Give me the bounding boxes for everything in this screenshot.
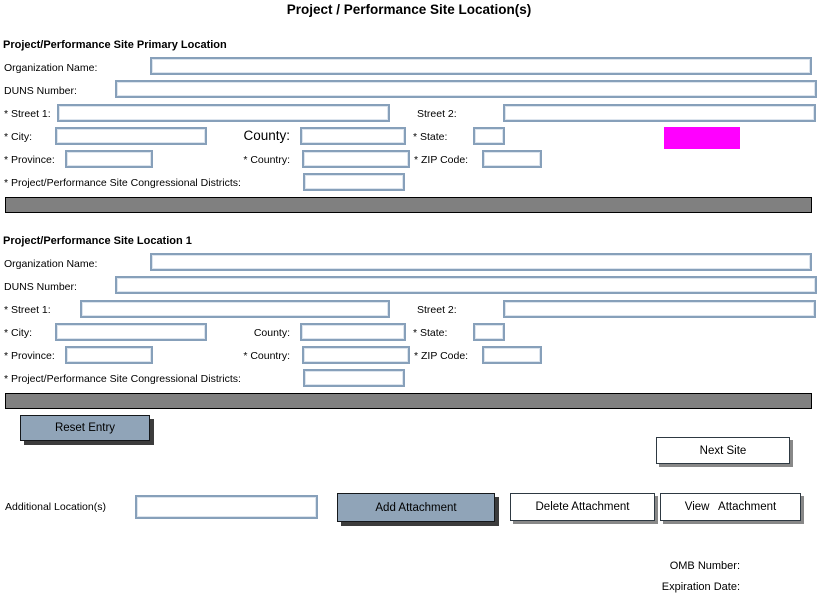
section-header: Project/Performance Site Location 1 [3,235,192,247]
duns-number-label: DUNS Number: [4,85,77,97]
country-input[interactable] [302,150,410,168]
highlight-box [664,127,740,149]
congressional-districts-label: * Project/Performance Site Congressional… [4,177,241,189]
county-label: County: [243,128,290,143]
organization-name-input[interactable] [150,253,812,271]
province-label: * Province: [4,154,55,166]
duns-number-input[interactable] [115,276,817,294]
country-input[interactable] [302,346,410,364]
view-attachment-button[interactable]: View Attachment [660,493,801,521]
state-label: * State: [413,327,448,339]
delete-attachment-button[interactable]: Delete Attachment [510,493,655,521]
omb-number-label: OMB Number: [669,560,740,572]
organization-name-label: Organization Name: [4,62,98,74]
city-input[interactable] [55,323,207,341]
street1-input[interactable] [80,300,390,318]
primary-site-section: Project/Performance Site Primary Locatio… [0,38,818,234]
omb-block: OMB Number: Expiration Date: [560,556,740,598]
state-label: * State: [413,131,448,143]
section-header: Project/Performance Site Primary Locatio… [3,39,227,51]
section-divider-bar [5,197,812,213]
province-input[interactable] [65,150,153,168]
congressional-districts-input[interactable] [303,369,405,387]
province-input[interactable] [65,346,153,364]
section-divider-bar [5,393,812,409]
additional-locations-input[interactable] [135,495,318,519]
add-attachment-button[interactable]: Add Attachment [337,493,495,522]
congressional-districts-label: * Project/Performance Site Congressional… [4,373,241,385]
city-label: * City: [4,131,33,143]
expiration-date-label: Expiration Date: [661,581,740,593]
organization-name-input[interactable] [150,57,812,75]
congressional-districts-input[interactable] [303,173,405,191]
organization-name-label: Organization Name: [4,258,98,270]
additional-locations-label: Additional Location(s) [5,501,106,513]
street2-label: Street 2: [417,108,457,120]
state-input[interactable] [473,323,505,341]
county-input[interactable] [300,323,406,341]
city-input[interactable] [55,127,207,145]
next-site-button[interactable]: Next Site [656,437,790,464]
page-title: Project / Performance Site Location(s) [286,2,532,17]
zip-code-label: * ZIP Code: [414,350,469,362]
street1-input[interactable] [57,104,390,122]
street2-input[interactable] [503,300,816,318]
county-input[interactable] [300,127,406,145]
country-label: * Country: [243,350,290,362]
zip-code-input[interactable] [482,150,542,168]
zip-code-input[interactable] [482,346,542,364]
province-label: * Province: [4,350,55,362]
duns-number-label: DUNS Number: [4,281,77,293]
state-input[interactable] [473,127,505,145]
county-label: County: [253,327,290,339]
street2-input[interactable] [503,104,816,122]
street2-label: Street 2: [417,304,457,316]
zip-code-label: * ZIP Code: [414,154,469,166]
city-label: * City: [4,327,33,339]
street1-label: * Street 1: [4,108,51,120]
street1-label: * Street 1: [4,304,51,316]
site-location-1-section: Project/Performance Site Location 1 Orga… [0,234,818,430]
country-label: * Country: [243,154,290,166]
duns-number-input[interactable] [115,80,817,98]
reset-entry-button[interactable]: Reset Entry [20,415,150,441]
